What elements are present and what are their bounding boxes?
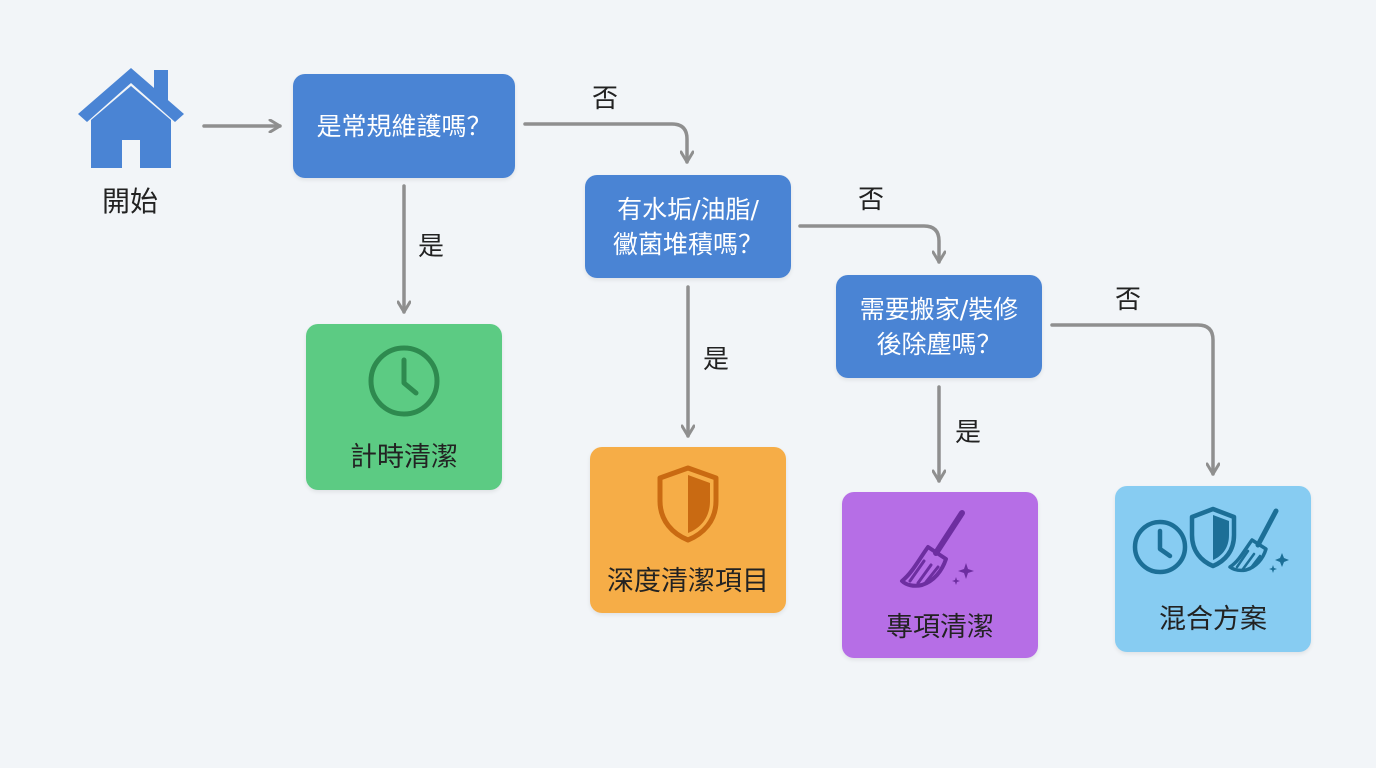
result-label: 混合方案 — [1159, 603, 1267, 635]
result-special-cleaning: 專項清潔 — [842, 492, 1038, 658]
decision-text-line-1: 有水垢/油脂/ — [617, 194, 759, 224]
shield-icon — [1189, 506, 1237, 568]
arrow-d3-no — [1050, 323, 1213, 476]
clock-icon — [368, 345, 440, 416]
start-label: 開始 — [102, 185, 159, 218]
arrow-d1-no — [523, 122, 687, 164]
edge-label-no: 否 — [858, 185, 885, 215]
edge-label-no: 否 — [592, 84, 619, 114]
edge-label-no: 否 — [1115, 285, 1142, 315]
shield-icon — [657, 465, 719, 542]
result-deep-cleaning: 深度清潔項目 — [590, 447, 786, 613]
decision-move-renovation: 需要搬家/裝修 後除塵嗎？ — [836, 275, 1042, 378]
house-icon — [78, 68, 184, 168]
clock-shield-broom-icons — [1132, 506, 1289, 574]
edge-label-yes: 是 — [955, 418, 982, 448]
decision-text-line-2: 黴菌堆積嗎？ — [612, 229, 763, 259]
decision-text-line-2: 後除塵嗎？ — [876, 329, 1002, 359]
broom-icon — [900, 509, 974, 588]
result-mixed-plan: 混合方案 — [1115, 486, 1311, 652]
result-label: 計時清潔 — [350, 441, 458, 473]
arrow-d2-no — [798, 224, 939, 264]
decision-scale-grease-mold: 有水垢/油脂/ 黴菌堆積嗎？ — [585, 175, 791, 278]
decision-text: 是常規維護嗎？ — [316, 111, 492, 141]
broom-icon — [1228, 508, 1289, 573]
result-label: 深度清潔項目 — [607, 565, 769, 597]
result-label: 專項清潔 — [886, 611, 994, 643]
result-hourly-cleaning: 計時清潔 — [306, 324, 502, 490]
edge-label-yes: 是 — [703, 345, 730, 375]
decision-text-line-1: 需要搬家/裝修 — [859, 294, 1019, 324]
clock-icon — [1132, 519, 1188, 574]
decision-routine-maintenance: 是常規維護嗎？ — [293, 74, 515, 178]
edge-label-yes: 是 — [418, 232, 445, 262]
